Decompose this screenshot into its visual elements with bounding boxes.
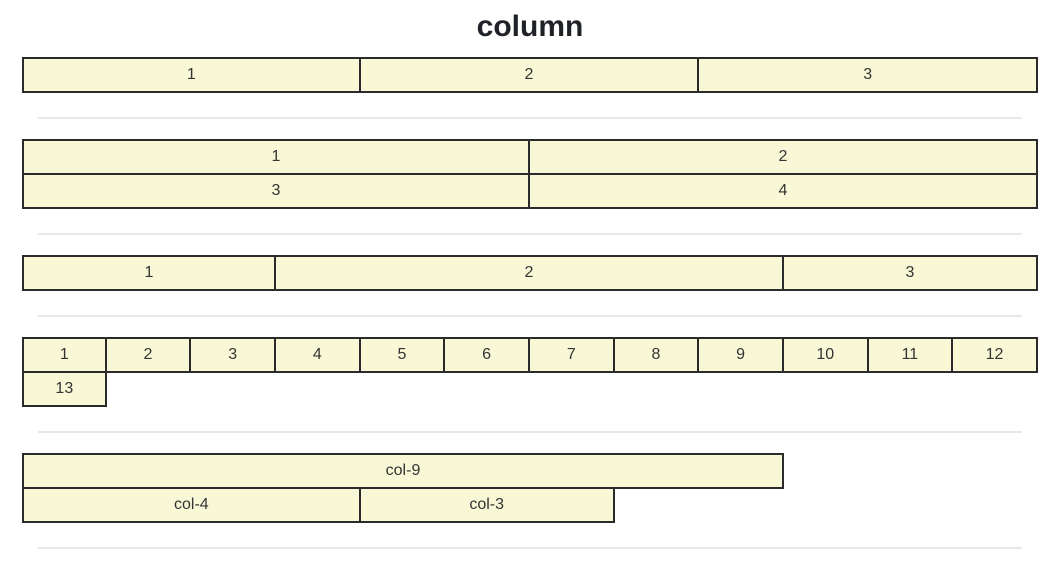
page-title: column: [476, 10, 584, 43]
section-divider: [38, 547, 1022, 549]
grid-cell: 9: [697, 337, 784, 373]
grid-cell: 8: [612, 337, 700, 373]
grid-cell: 10: [781, 337, 869, 373]
grid-cell: 1: [22, 57, 361, 93]
grid-cell: 1: [22, 255, 276, 291]
grid-cell: col-9: [22, 453, 784, 489]
grid-cell: 1: [22, 139, 530, 175]
grid-row: 13: [22, 371, 1038, 407]
section-divider: [38, 233, 1022, 235]
grid-cell: 2: [104, 337, 192, 373]
section-divider: [38, 431, 1022, 433]
grid-cell: col-4: [22, 487, 361, 523]
grid-row: col-9: [22, 453, 1038, 489]
grid-cell: 3: [782, 255, 1038, 291]
page: { "page": { "title": "column" }, "colors…: [0, 8, 1060, 549]
section-divider: [38, 315, 1022, 317]
grid-cell: 13: [22, 371, 107, 407]
grid-cell: 7: [527, 337, 615, 373]
grid-cell: 2: [358, 57, 700, 93]
grid-cell: 6: [443, 337, 530, 373]
grid-cell: 4: [273, 337, 361, 373]
grid-cell: 2: [274, 255, 784, 291]
grid-cell: 11: [866, 337, 954, 373]
section-divider: [38, 117, 1022, 119]
grid-cell: col-3: [358, 487, 615, 523]
grid-cell: 1: [22, 337, 107, 373]
grid-cell: 3: [697, 57, 1038, 93]
grid-cell: 12: [951, 337, 1038, 373]
grid-cell: 2: [528, 139, 1038, 175]
grid-cell: 3: [22, 173, 530, 209]
grid-cell: 4: [528, 173, 1038, 209]
grid-cell: 5: [358, 337, 446, 373]
grid-cell: 3: [189, 337, 276, 373]
